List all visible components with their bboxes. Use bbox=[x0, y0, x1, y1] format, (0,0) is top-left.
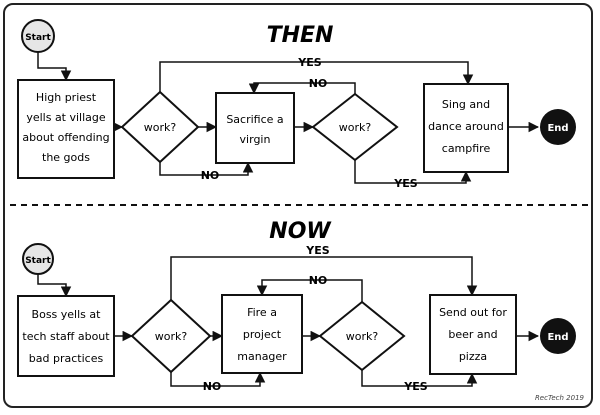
step3-line: beer and bbox=[448, 328, 497, 341]
step1-line: tech staff about bbox=[22, 330, 110, 343]
decision-label: work? bbox=[144, 121, 177, 134]
end-label: End bbox=[547, 332, 568, 343]
step2-line: project bbox=[243, 328, 282, 341]
decision-label: work? bbox=[346, 330, 379, 343]
process-box-step2: Sacrifice a virgin bbox=[215, 92, 295, 164]
step1-line: the gods bbox=[42, 151, 90, 164]
process-box-step1: High priest yells at village about offen… bbox=[17, 79, 115, 179]
step3-line: campfire bbox=[442, 142, 491, 155]
connectors bbox=[37, 256, 540, 387]
start-node: Start bbox=[21, 19, 55, 53]
decision-node-1: work? bbox=[130, 298, 212, 374]
step3-line: Send out for bbox=[439, 306, 507, 319]
step3-line: dance around bbox=[428, 120, 504, 133]
step1-line: Boss yells at bbox=[32, 308, 102, 321]
end-label: End bbox=[547, 123, 568, 134]
outer-frame bbox=[3, 3, 593, 408]
start-label: Start bbox=[25, 33, 51, 43]
step3-line: Sing and bbox=[442, 98, 490, 111]
step1-line: High priest bbox=[36, 91, 97, 104]
end-node: End bbox=[540, 318, 576, 354]
process-box-step2: Fire a project manager bbox=[221, 294, 303, 374]
process-box-step3: Send out for beer and pizza bbox=[429, 294, 517, 375]
step1-line: yells at village bbox=[26, 111, 106, 124]
panel-title: THEN bbox=[267, 23, 334, 48]
decision-node-1: work? bbox=[120, 90, 200, 164]
decision1-yes-path bbox=[170, 256, 478, 300]
decision-label: work? bbox=[155, 330, 188, 343]
start-node: Start bbox=[22, 243, 54, 275]
decision-node-2: work? bbox=[318, 300, 406, 372]
step3-line: pizza bbox=[459, 350, 487, 363]
edge-label-no: NO bbox=[203, 380, 222, 393]
edge-label-no: NO bbox=[201, 169, 220, 182]
artist-signature: RecTech 2019 bbox=[535, 394, 585, 402]
decision1-no-path bbox=[170, 371, 266, 387]
end-node: End bbox=[540, 109, 576, 145]
connectors bbox=[37, 52, 540, 184]
process-box-step1: Boss yells at tech staff about bad pract… bbox=[17, 295, 115, 377]
start-connector bbox=[37, 274, 72, 298]
panel-then: THEN YES NO NO YES Start bbox=[17, 19, 576, 190]
decision2-no-loop bbox=[248, 82, 356, 95]
start-connector bbox=[37, 52, 72, 82]
edge-label-yes: YES bbox=[403, 380, 427, 393]
panel-title: NOW bbox=[269, 219, 332, 244]
process-box-step3: Sing and dance around campfire bbox=[423, 83, 509, 173]
edge-label-no: NO bbox=[309, 274, 328, 287]
panel-now: NOW YES NO NO YES Start bbox=[17, 219, 576, 393]
edge-label-yes: YES bbox=[297, 56, 321, 69]
step2-line: Fire a bbox=[247, 306, 277, 319]
decision2-no-loop bbox=[256, 279, 363, 302]
step1-line: about offending bbox=[22, 131, 109, 144]
step1-line: bad practices bbox=[29, 352, 104, 365]
decision2-yes-path bbox=[361, 370, 478, 387]
step2-line: Sacrifice a bbox=[226, 113, 283, 126]
edge-label-yes: YES bbox=[305, 244, 329, 257]
edge-label-yes: YES bbox=[393, 177, 417, 190]
decision2-yes-path bbox=[354, 160, 472, 184]
decision-node-2: work? bbox=[311, 92, 399, 162]
decision1-no-path bbox=[159, 161, 254, 176]
step2-line: virgin bbox=[240, 133, 271, 146]
start-label: Start bbox=[25, 256, 51, 266]
decision1-yes-path bbox=[159, 61, 474, 92]
edge-label-no: NO bbox=[309, 77, 328, 90]
step2-line: manager bbox=[237, 350, 287, 363]
decision-label: work? bbox=[339, 121, 372, 134]
